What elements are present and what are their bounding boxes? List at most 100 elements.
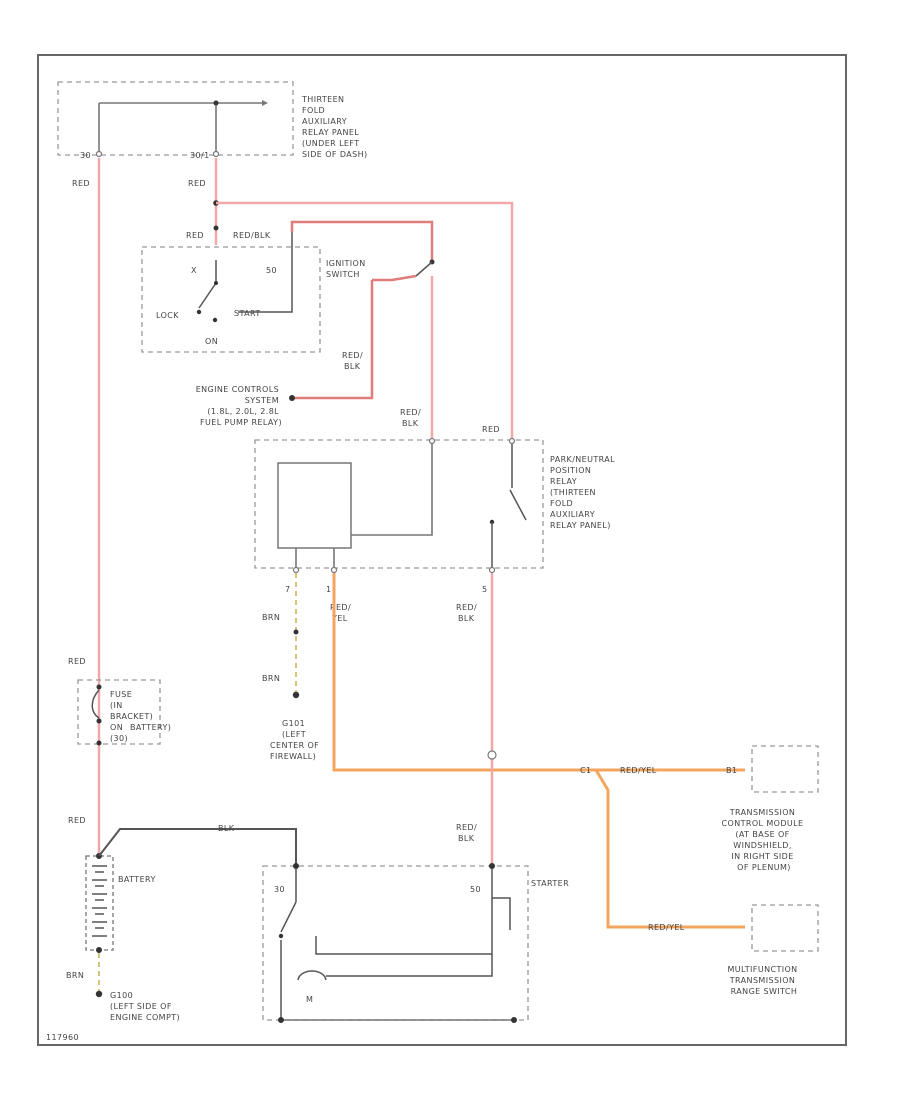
red-blk-start-wire bbox=[290, 220, 434, 262]
pin-30-node bbox=[95, 150, 103, 158]
wire-label-brn-2: BRN bbox=[262, 674, 280, 683]
relay-coil-wire bbox=[351, 444, 433, 536]
pin-c1-label: C1 bbox=[580, 766, 591, 775]
red-yel-wire bbox=[332, 573, 745, 772]
g100-label: G100 (LEFT SIDE OF ENGINE COMPT) bbox=[110, 991, 180, 1022]
red-blk-to-ecs bbox=[292, 280, 374, 400]
g100-ground bbox=[95, 990, 103, 998]
starter-label: STARTER bbox=[531, 879, 569, 888]
solenoid-coil bbox=[492, 897, 511, 930]
starter-pin-50: 50 bbox=[470, 885, 481, 894]
relay-coil bbox=[277, 462, 352, 549]
ignition-switch-label: IGNITION SWITCH bbox=[326, 259, 369, 279]
g101-ground bbox=[292, 691, 300, 699]
tcm-box bbox=[751, 745, 819, 793]
tcm-label: TRANSMISSION CONTROL MODULE (AT BASE OF … bbox=[722, 808, 807, 872]
starter-contact bbox=[278, 933, 284, 939]
starter-switch-blade bbox=[280, 901, 297, 933]
fuse-top-node bbox=[96, 684, 102, 690]
ignition-switch-box bbox=[141, 246, 321, 353]
starter-solenoid-wire bbox=[315, 869, 493, 955]
ign-start-blade bbox=[415, 261, 433, 277]
diagram-frame bbox=[37, 54, 847, 1046]
ign-on-contact bbox=[212, 317, 218, 323]
relay-panel-label: THIRTEEN FOLD AUXILIARY RELAY PANEL (UND… bbox=[301, 95, 368, 159]
ign-pin-x: X bbox=[191, 266, 197, 275]
wire-label-red-blk-4: RED/ BLK bbox=[456, 823, 480, 843]
starter-motor bbox=[297, 970, 327, 981]
ignition-input-node bbox=[213, 225, 219, 231]
relay-switch-blade bbox=[509, 489, 527, 521]
ign-switch-blade bbox=[198, 282, 217, 309]
park-relay-box bbox=[254, 439, 544, 569]
wire-label-brn-1: BRN bbox=[262, 613, 280, 622]
pin-30-1-node bbox=[212, 150, 220, 158]
wire-label-red-blk-top: RED/BLK bbox=[233, 231, 271, 240]
pin-5-label: 5 bbox=[482, 585, 488, 594]
relay-pin-a-node bbox=[428, 437, 436, 445]
ign-lock-contact bbox=[196, 309, 202, 315]
relay-pin5-node bbox=[488, 566, 496, 574]
pin-30-1-label: 30/1 bbox=[190, 151, 210, 160]
fuse-box bbox=[77, 679, 161, 745]
starter-return-wire bbox=[326, 954, 493, 977]
brn-splice bbox=[293, 629, 299, 635]
wire-label-red-blk-3: RED/ BLK bbox=[456, 603, 480, 623]
relay-panel-box bbox=[57, 81, 294, 156]
inline-connector bbox=[487, 750, 497, 760]
wire-label-red-3: RED bbox=[186, 231, 204, 240]
engine-controls-label: ENGINE CONTROLS SYSTEM (1.8L, 2.0L, 2.8L… bbox=[196, 385, 282, 427]
battery-cells bbox=[92, 865, 107, 937]
red-blk-ign-out bbox=[372, 274, 417, 282]
starter-box bbox=[262, 865, 529, 1021]
ign-lock-label: LOCK bbox=[156, 311, 179, 320]
starter-50-node bbox=[489, 863, 495, 869]
wire-label-red-blk-2: RED/ BLK bbox=[400, 408, 424, 428]
fuse-element bbox=[91, 689, 100, 719]
park-relay-label: PARK/NEUTRAL POSITION RELAY (THIRTEEN FO… bbox=[550, 455, 618, 530]
relay-pin-b-node bbox=[508, 437, 516, 445]
starter-ground-right bbox=[511, 1017, 517, 1023]
relay-pin7-node bbox=[292, 566, 300, 574]
wire-label-red-6: RED bbox=[68, 816, 86, 825]
red-to-park-relay bbox=[216, 201, 514, 438]
wire-label-red-2: RED bbox=[188, 179, 206, 188]
wire-label-red-4: RED bbox=[482, 425, 500, 434]
diagram-code: 117960 bbox=[46, 1033, 79, 1042]
relay-panel-splice bbox=[213, 100, 219, 106]
multifunction-label: MULTIFUNCTION TRANSMISSION RANGE SWITCH bbox=[727, 965, 800, 996]
wire-label-red-5: RED bbox=[68, 657, 86, 666]
ign-pivot bbox=[214, 281, 218, 285]
pin-1-label: 1 bbox=[326, 585, 332, 594]
ecs-connector bbox=[289, 395, 295, 401]
fuse-label: FUSE (IN BRACKET) ON BATTERY) (30) bbox=[110, 690, 174, 743]
ign-pin-50: 50 bbox=[266, 266, 277, 275]
wire-label-red-yel-h1: RED/YEL bbox=[620, 766, 657, 775]
wire-label-red-yel: RED/ YEL bbox=[330, 603, 354, 623]
relay-pin1-node bbox=[330, 566, 338, 574]
starter-ground-left bbox=[278, 1017, 284, 1023]
wire-label-brn-3: BRN bbox=[66, 971, 84, 980]
pin-7-label: 7 bbox=[285, 585, 291, 594]
ign-on-label: ON bbox=[205, 337, 218, 346]
battery-negative bbox=[96, 947, 102, 953]
relay-panel-arrow bbox=[262, 100, 268, 106]
starter-pin-30: 30 bbox=[274, 885, 285, 894]
tcm-pin-label: B1 bbox=[726, 766, 737, 775]
mftrs-box bbox=[751, 904, 819, 952]
starter-30-node bbox=[293, 863, 299, 869]
ign-start-label: START bbox=[234, 309, 261, 318]
fuse-bottom-node bbox=[96, 718, 102, 724]
ign-start-wire bbox=[238, 232, 293, 313]
wire-label-red-blk-1: RED/ BLK bbox=[342, 351, 366, 371]
pin-30-label: 30 bbox=[80, 151, 91, 160]
fuse-out-node bbox=[96, 740, 102, 746]
starter-pin-m: M bbox=[306, 995, 313, 1004]
wire-label-red-1: RED bbox=[72, 179, 90, 188]
battery-label: BATTERY bbox=[118, 875, 156, 884]
red-yel-branch-wire bbox=[594, 769, 745, 929]
g101-label: G101 (LEFT CENTER OF FIREWALL) bbox=[270, 719, 322, 761]
wire-label-blk: BLK bbox=[218, 824, 235, 833]
wire-label-red-yel-h2: RED/YEL bbox=[648, 923, 685, 932]
